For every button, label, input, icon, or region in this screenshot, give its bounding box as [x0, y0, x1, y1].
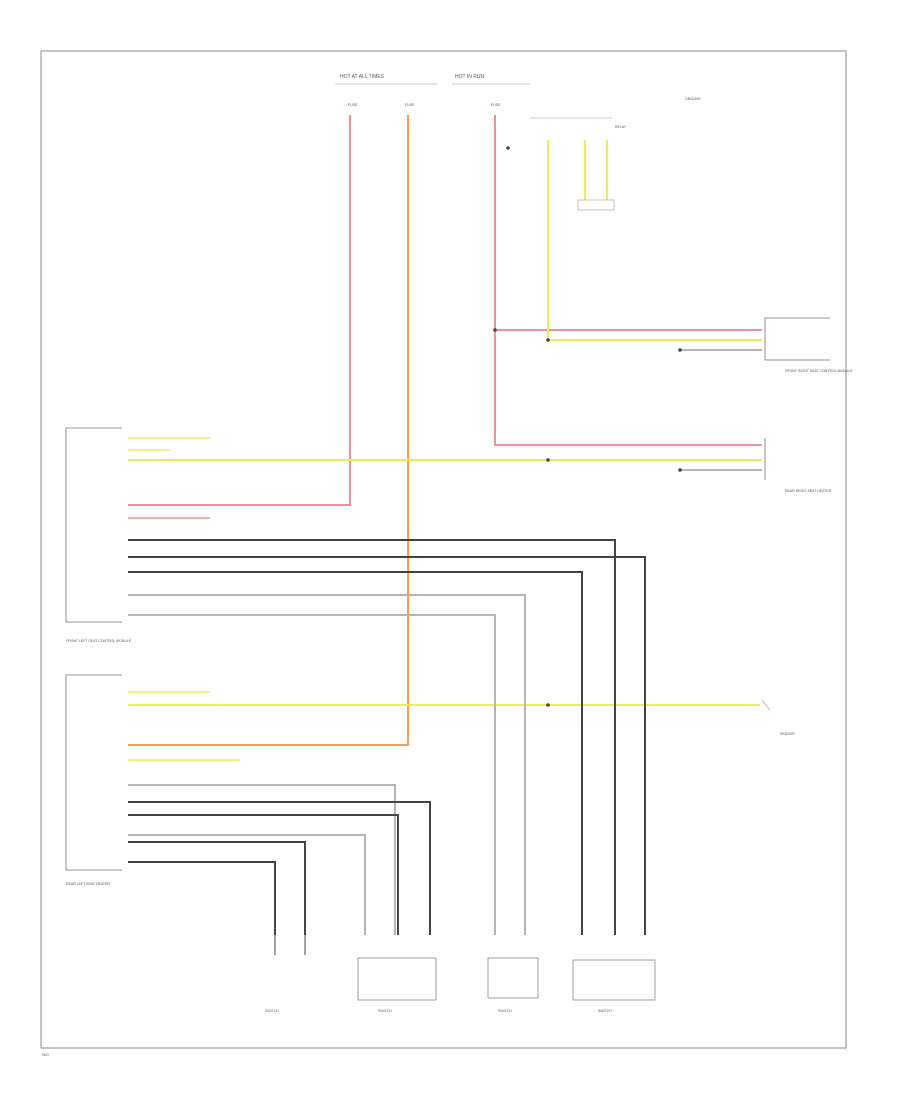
right-module-lower-label: REAR RIGHT SEAT HEATER: [785, 489, 832, 493]
switch-3: SWITCH: [487, 957, 539, 1013]
top-connector: [577, 199, 615, 211]
red-wire-fuse-c: [494, 115, 762, 446]
fusebox-left-label: HOT AT ALL TIMES: [340, 74, 385, 80]
junction-dot: [493, 328, 497, 332]
left-module-lower-label: REAR LEFT SEAT HEATER: [66, 882, 110, 886]
grey-wire-5: [128, 614, 496, 935]
grey-wire-4: [128, 594, 526, 935]
footer-label: W/D: [42, 1053, 49, 1057]
black-wire-2: [128, 556, 646, 935]
svg-text:SWITCH: SWITCH: [265, 1009, 279, 1013]
left-module-upper-box: [65, 427, 122, 623]
junction-dot: [546, 703, 550, 707]
sensor-label: SENSOR: [780, 732, 795, 736]
switch-1: SWITCH: [265, 935, 306, 1013]
grey-wire-6: [128, 784, 396, 935]
black-wire-1: [128, 539, 616, 935]
left-module-upper-label: FRONT LEFT SEAT CONTROL MODULE: [66, 639, 132, 643]
black-wire-10: [128, 841, 306, 935]
junction-dot: [506, 146, 510, 150]
svg-text:SWITCH: SWITCH: [378, 1009, 392, 1013]
fusebox-right-label: HOT IN RUN: [455, 74, 484, 80]
black-wire-7: [128, 801, 431, 935]
black-wire-3: [128, 571, 583, 935]
ground-top-label: GROUND: [685, 97, 701, 101]
orange-wire-fuse-b: [128, 115, 409, 746]
black-wire-11: [128, 861, 276, 935]
right-module-upper-box: [764, 317, 830, 361]
left-module-lower-box: [65, 674, 122, 871]
red-wire-fuse-a: [128, 115, 351, 506]
junction-dot: [546, 338, 550, 342]
fuse-b-label: FUSE: [405, 103, 415, 107]
diagram-frame: [40, 50, 847, 1049]
right-module-upper-label: FRONT RIGHT SEAT CONTROL MODULE: [785, 369, 853, 373]
svg-text:SWITCH: SWITCH: [598, 1009, 612, 1013]
switch-2: SWITCH: [357, 957, 437, 1013]
sensor-pin: [761, 699, 771, 711]
junction-dot: [678, 468, 682, 472]
svg-text:SWITCH: SWITCH: [498, 1009, 512, 1013]
grey-wire-9: [128, 834, 366, 935]
black-wire-8: [128, 814, 399, 935]
junction-dot: [546, 458, 550, 462]
fuse-a-label: FUSE: [348, 103, 358, 107]
relay-top-label: RELAY: [615, 125, 627, 129]
fuse-c-label: FUSE: [491, 103, 501, 107]
junction-dot: [678, 348, 682, 352]
switch-4: SWITCH: [572, 959, 656, 1013]
